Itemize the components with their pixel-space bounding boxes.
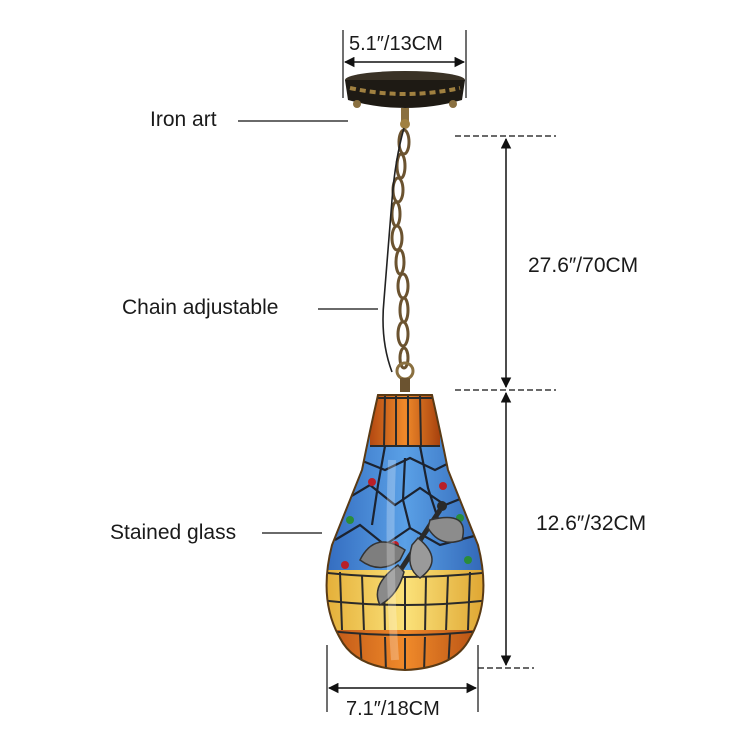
chain-length-dimension (455, 135, 556, 391)
canopy-width-label: 5.1″/13CM (349, 33, 443, 55)
canopy-width-dimension (342, 30, 467, 98)
iron-canopy (345, 71, 465, 129)
shade-ring (395, 361, 415, 392)
dragonfly-motif (359, 501, 464, 607)
stained-glass-label: Stained glass (110, 521, 237, 544)
chain-length-label: 27.6″/70CM (528, 254, 639, 277)
chain (390, 128, 411, 370)
shade-height-label: 12.6″/32CM (536, 512, 647, 535)
shade-height-dimension (478, 391, 534, 669)
chain-adjustable-label: Chain adjustable (122, 296, 279, 319)
shade-width-label: 7.1″/18CM (346, 698, 440, 720)
iron-art-label: Iron art (150, 108, 217, 131)
power-cord (382, 127, 405, 373)
shade-width-dimension (326, 645, 479, 712)
